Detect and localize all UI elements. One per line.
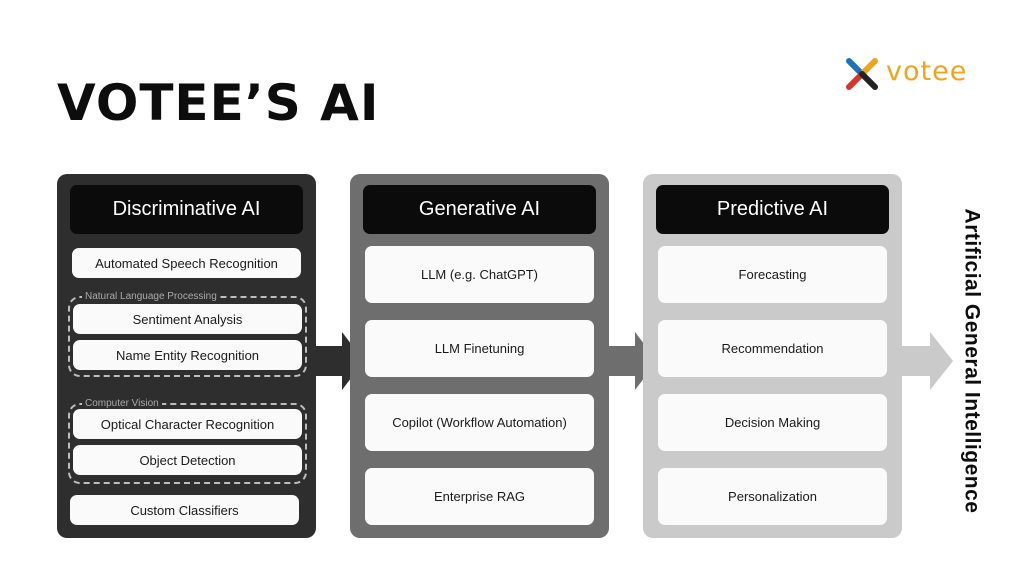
discriminative-ai-panel: Discriminative AI Automated Speech Recog… — [57, 174, 316, 538]
nlp-group: Natural Language Processing Sentiment An… — [68, 290, 307, 377]
predictive-ai-panel: Predictive AI Forecasting Recommendation… — [643, 174, 902, 538]
votee-logo: votee — [844, 56, 974, 94]
llm-item: LLM (e.g. ChatGPT) — [365, 246, 594, 303]
personalization-item: Personalization — [658, 468, 887, 525]
computer-vision-group-label: Computer Vision — [82, 397, 162, 411]
copilot-item: Copilot (Workflow Automation) — [365, 394, 594, 451]
votee-x-mark-icon — [846, 58, 878, 90]
forecasting-item: Forecasting — [658, 246, 887, 303]
agi-label-container: Artificial General Intelligence — [956, 195, 986, 527]
computer-vision-group: Computer Vision Optical Character Recogn… — [68, 397, 307, 484]
llm-finetuning-item: LLM Finetuning — [365, 320, 594, 377]
decision-making-item: Decision Making — [658, 394, 887, 451]
discriminative-ai-header: Discriminative AI — [70, 185, 303, 234]
logo-wordmark: votee — [886, 56, 968, 87]
arrow-to-agi-icon — [900, 332, 953, 390]
nlp-group-label: Natural Language Processing — [82, 290, 220, 304]
ocr-item: Optical Character Recognition — [73, 409, 302, 439]
sentiment-analysis-item: Sentiment Analysis — [73, 304, 302, 334]
page-title: VOTEE’S AI — [57, 74, 380, 132]
predictive-ai-header: Predictive AI — [656, 185, 889, 234]
name-entity-recognition-item: Name Entity Recognition — [73, 340, 302, 370]
custom-classifiers-item: Custom Classifiers — [70, 495, 299, 525]
enterprise-rag-item: Enterprise RAG — [365, 468, 594, 525]
recommendation-item: Recommendation — [658, 320, 887, 377]
asr-item: Automated Speech Recognition — [72, 248, 301, 278]
generative-ai-panel: Generative AI LLM (e.g. ChatGPT) LLM Fin… — [350, 174, 609, 538]
agi-label: Artificial General Intelligence — [960, 208, 983, 514]
generative-ai-header: Generative AI — [363, 185, 596, 234]
object-detection-item: Object Detection — [73, 445, 302, 475]
